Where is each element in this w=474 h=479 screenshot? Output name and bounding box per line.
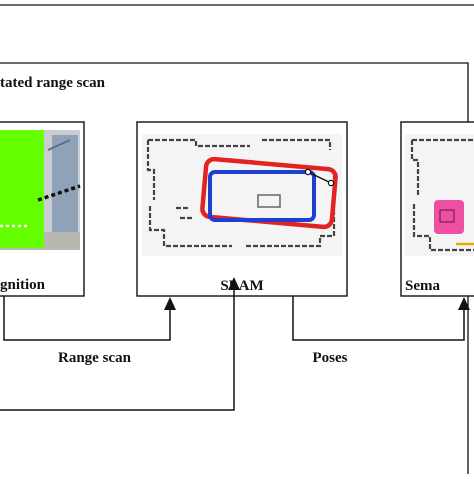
semantic-object-pink (434, 200, 464, 234)
slam-module: SLAM (136, 121, 348, 297)
recognition-label: gnition (0, 277, 46, 293)
poses-label: Poses (313, 350, 348, 366)
slam-map-bg (142, 134, 342, 256)
range-scan-arrow (3, 296, 171, 341)
semantic-map-bg (405, 134, 474, 256)
slam-center-object (257, 194, 281, 208)
poses-arrowhead (458, 297, 470, 310)
loop-node-2 (327, 179, 335, 187)
feedback-arrowhead (228, 277, 240, 290)
dashed-scan-line (37, 184, 81, 202)
semantic-module: Sema (400, 121, 474, 297)
range-scan-arrowhead (164, 297, 176, 310)
green-detection-region (0, 130, 44, 248)
poses-arrow (292, 296, 465, 341)
outer-label: tated range scan (0, 75, 106, 91)
semantic-map-walls (410, 138, 474, 252)
recognition-module: gnition (0, 121, 85, 297)
slam-map-walls (146, 138, 336, 248)
slam-label: SLAM (220, 278, 263, 294)
outer-container (0, 62, 469, 474)
loop-blue (208, 170, 316, 222)
feedback-arrow (0, 282, 235, 411)
shelf-line (47, 139, 71, 151)
range-scan-label: Range scan (58, 350, 132, 366)
loop-closure-link (307, 171, 332, 184)
semantic-object-detail (439, 209, 455, 223)
loop-node-1 (304, 168, 312, 176)
semantic-label: Sema (405, 278, 440, 294)
